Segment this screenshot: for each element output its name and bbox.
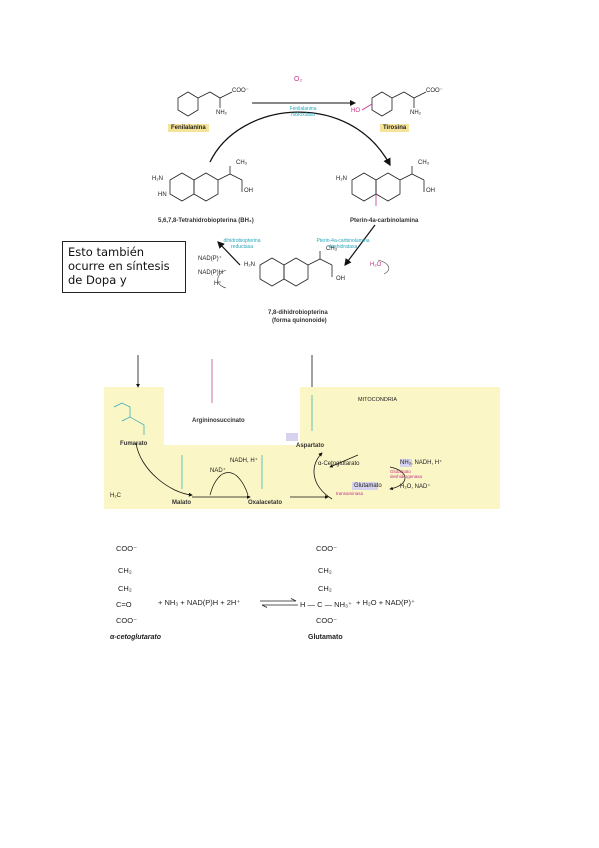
cytosol-panel-left xyxy=(104,387,164,445)
tyrosine-ring xyxy=(371,91,393,117)
carbinolamine-ring-b xyxy=(375,172,401,202)
dhb-oh: OH xyxy=(336,276,345,282)
left-coo-top: COO⁻ xyxy=(116,544,138,553)
right-compound-name: Glutamato xyxy=(308,634,343,641)
o2-label: O₂ xyxy=(294,76,303,83)
h2o-label: H₂O xyxy=(370,262,382,268)
carb-ch3: CH₃ xyxy=(418,160,430,166)
left-ch2-1: CH₂ xyxy=(118,566,132,575)
left-c-o: C=O xyxy=(116,600,132,609)
equilibrium-arrow xyxy=(260,598,298,608)
enzyme-left-label: dihidrobiopterina reductasa xyxy=(223,238,261,250)
tyr-ho: HO xyxy=(351,108,360,114)
oxalo-label: Oxalacetato xyxy=(248,500,283,506)
thb-h2n: H₂N xyxy=(152,176,163,182)
carb-h2n: H₂N xyxy=(336,176,347,182)
enzyme-top-label: Fenilalanina hidroxilasa xyxy=(289,106,317,118)
thb-hn: HN xyxy=(158,192,167,198)
equation-products: + H₂O + NAD(P)⁺ xyxy=(356,598,415,607)
dhb-ch3: CH₃ xyxy=(326,246,338,252)
arrow-dhb-thb xyxy=(217,241,241,266)
left-coo-bottom: COO⁻ xyxy=(116,616,138,625)
phe-nh2: NH₂ xyxy=(216,110,227,116)
nadph-label: NAD(P)H xyxy=(198,270,223,276)
equation-reactants: + NH₃ + NAD(P)H + 2H⁺ xyxy=(158,598,241,607)
phenylalanine-label: Fenilalanina xyxy=(168,124,209,132)
glutamato-label: Glutamato xyxy=(354,483,382,489)
arrow-carbinolamine-dhb xyxy=(344,224,376,266)
hplus-label: H⁺ xyxy=(214,281,222,287)
figure-urea-mito: MITOCONDRIA Fumarato Argininosuccinato A… xyxy=(100,355,500,515)
h2c-label: H₂C xyxy=(110,493,121,499)
nh3-nadh-label: NH₃, NADH, H⁺ xyxy=(400,460,443,466)
carb-oh: OH xyxy=(426,188,435,194)
h2o-nad-label: H₂O, NAD⁺ xyxy=(400,484,431,490)
equation-glutamate: COO⁻ CH₂ CH₂ C=O COO⁻ + NH₃ + NAD(P)H + … xyxy=(110,540,530,650)
gdh-label: Glutamato deshidrogenasa xyxy=(390,469,423,479)
right-coo-top: COO⁻ xyxy=(316,544,338,553)
aspartato-label: Aspartato xyxy=(296,443,325,449)
right-h-c-nh3: H — C — NH₃⁺ xyxy=(300,600,353,609)
thb-ring-b xyxy=(193,172,219,202)
right-ch2-1: CH₂ xyxy=(318,566,332,575)
arc-thb-to-carbinolamine xyxy=(209,111,391,167)
thb-ch3: CH₃ xyxy=(236,160,248,166)
nadp-label: NAD(P)⁺ xyxy=(198,256,222,262)
figure-bh4-cycle: Fenilalanina Tirosina COO⁻ NH₂ COO⁻ NH₂ … xyxy=(140,70,460,335)
mito-panel xyxy=(300,387,500,509)
nadh-h-label: NADH, H⁺ xyxy=(230,458,258,464)
carbinolamine-label: Pterin-4a-carbinolamina xyxy=(350,218,419,224)
enzyme-right-label: Pterin-4a-carbinolamina deshidratasa xyxy=(316,238,370,250)
carbinolamine-ring-a xyxy=(351,172,377,202)
right-coo-bottom: COO⁻ xyxy=(316,616,338,625)
mito-label: MITOCONDRIA xyxy=(358,397,398,403)
right-ch2-2: CH₂ xyxy=(318,584,332,593)
nad-plus-label: NAD⁺ xyxy=(210,468,226,474)
figure-bh4-cycle-graphics xyxy=(169,91,427,289)
phenylalanine-ring xyxy=(177,91,199,117)
phe-coo: COO⁻ xyxy=(232,88,249,94)
left-compound-name: α-cetoglutarato xyxy=(110,634,162,641)
transaminasa-label: transaminasa xyxy=(336,491,364,496)
fumarato-label: Fumarato xyxy=(120,441,148,447)
tyr-coo: COO⁻ xyxy=(426,88,443,94)
left-ch2-2: CH₂ xyxy=(118,584,132,593)
dhb-label-2: (forma quinonoide) xyxy=(272,318,327,324)
annotation-note: Esto también ocurre en síntesis de Dopa … xyxy=(62,241,186,293)
thb-label: 5,6,7,8-Tetrahidrobiopterina (BH₄) xyxy=(158,218,254,224)
dhb-ring-b xyxy=(283,257,309,287)
malato-label: Malato xyxy=(172,500,192,506)
alpha-keto-label: α-Cetoglutarato xyxy=(318,461,360,467)
thb-oh: OH xyxy=(244,188,253,194)
arginino-label: Argininosuccinato xyxy=(192,418,245,424)
tyrosine-label: Tirosina xyxy=(380,124,410,132)
figure-urea-graphics xyxy=(113,355,412,500)
dhb-ring-a xyxy=(259,257,285,287)
dhb-h2n: H₂N xyxy=(244,262,255,268)
tyr-nh2: NH₂ xyxy=(410,110,421,116)
thb-ring-a xyxy=(169,172,195,202)
dhb-label-1: 7,8-dihidrobiopterina xyxy=(268,310,328,316)
